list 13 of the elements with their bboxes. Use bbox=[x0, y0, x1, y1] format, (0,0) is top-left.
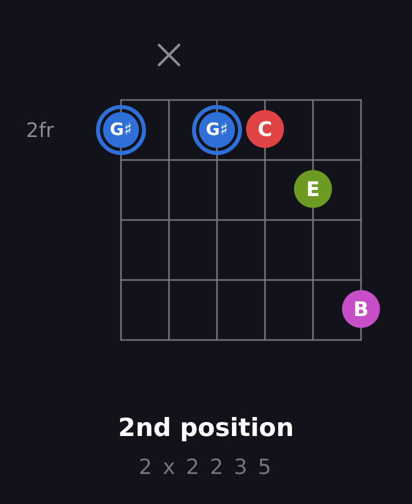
note-name: G♯ bbox=[110, 122, 132, 138]
note-name: B bbox=[353, 299, 369, 319]
root-note-dot bbox=[96, 105, 146, 155]
note-name: C bbox=[258, 119, 272, 139]
note-dot bbox=[246, 110, 284, 148]
root-note-dot bbox=[192, 105, 242, 155]
chord-title: 2nd position bbox=[118, 413, 294, 442]
note-dot bbox=[294, 170, 332, 208]
fingering-caption: 2 x 2 2 3 5 bbox=[138, 455, 274, 479]
note-name: G♯ bbox=[206, 122, 228, 138]
note-name: E bbox=[306, 179, 320, 199]
fret-number: 2fr bbox=[26, 120, 54, 140]
note-dot bbox=[342, 290, 380, 328]
